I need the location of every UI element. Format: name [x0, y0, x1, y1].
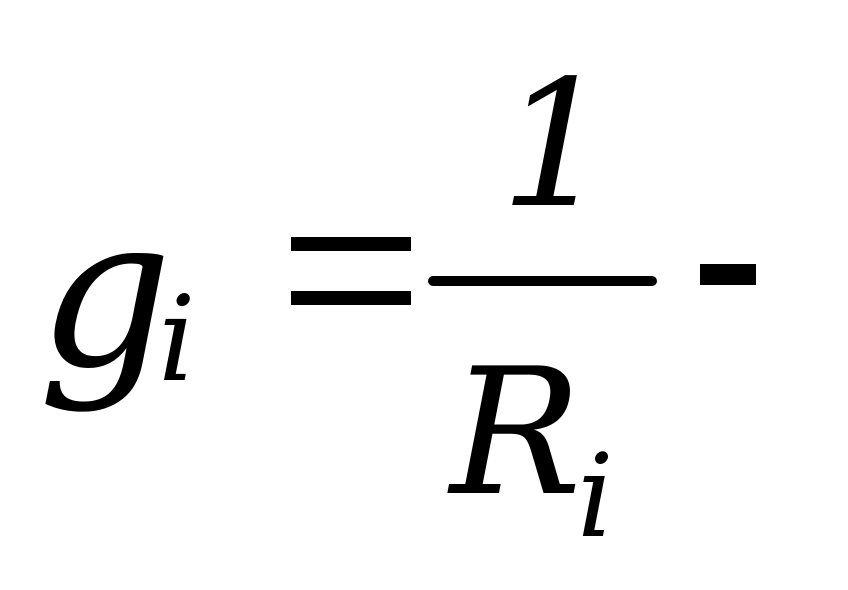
fraction-numerator: 1 [500, 44, 612, 247]
equals-sign [291, 237, 411, 305]
equals-bar-bottom [291, 291, 411, 305]
lhs-subscript: i [158, 270, 196, 408]
lhs-variable: g [38, 170, 173, 415]
equals-bar-top [291, 237, 411, 251]
trailing-operator [700, 264, 756, 285]
fraction-line [428, 276, 657, 286]
fraction-denominator: R [450, 332, 582, 535]
denominator-subscript: i [577, 430, 614, 564]
